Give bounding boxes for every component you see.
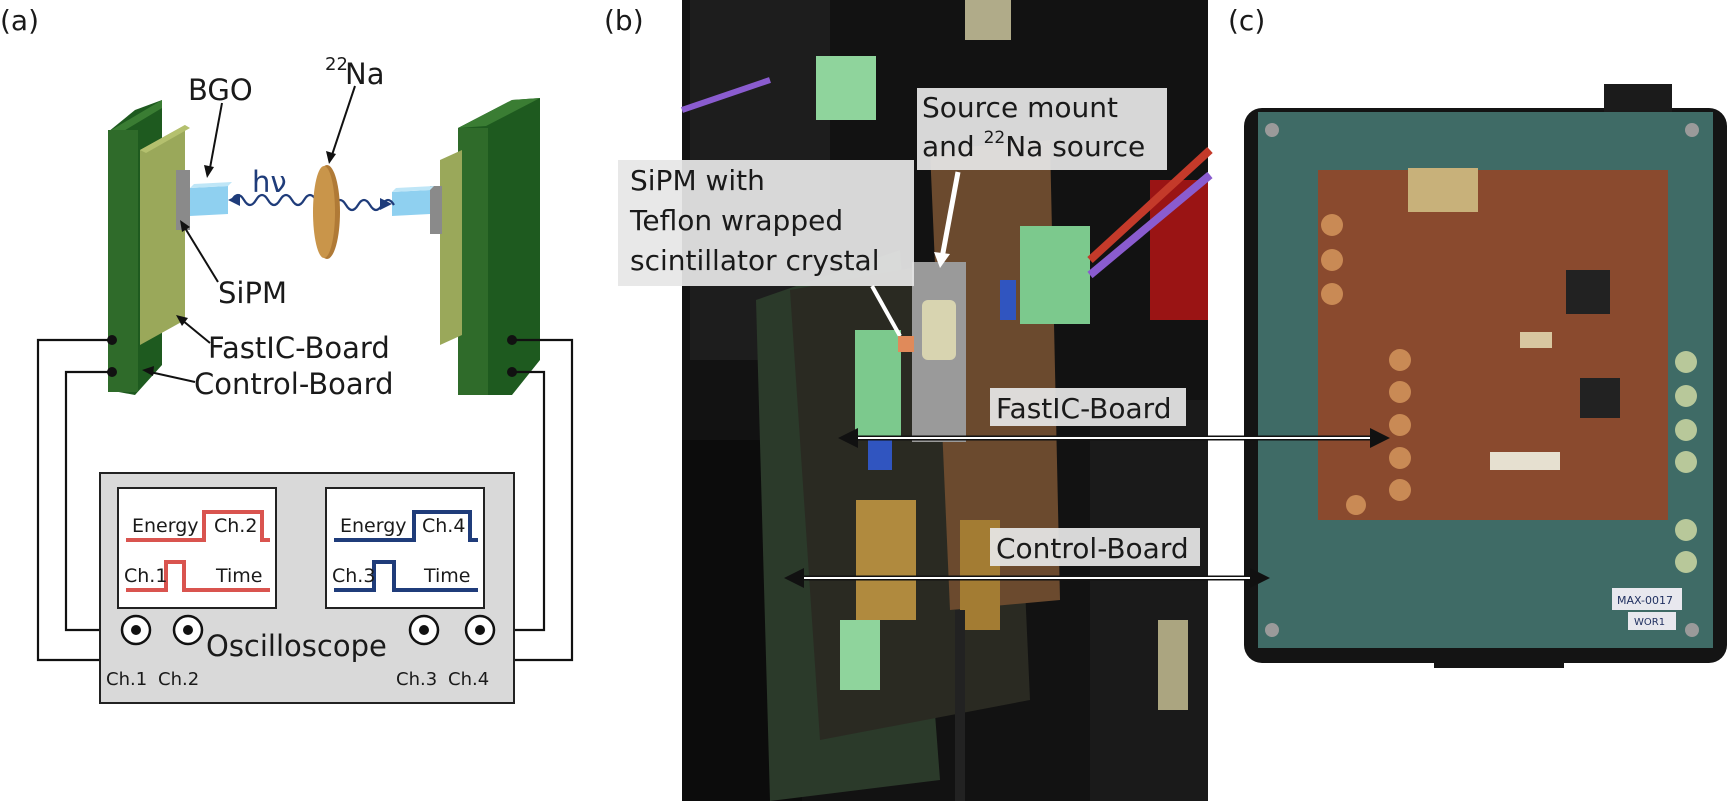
right-sipm (430, 186, 442, 234)
scope-right-energy-ch: Ch.4 (422, 515, 465, 537)
bnc-ch2 (172, 614, 204, 646)
label-sipm: SiPM (218, 276, 287, 310)
callout-source-sup: 22 (984, 128, 1006, 148)
label-photon: hν (252, 165, 287, 199)
callout-fastic-box (990, 388, 1186, 426)
scope-title: Oscilloscope (206, 629, 387, 663)
na-pointer (331, 85, 356, 156)
fastic-pointer (181, 319, 211, 344)
left-bgo-crystal (190, 186, 228, 216)
callout-control: Control-Board (996, 532, 1189, 565)
photon-wave-left (231, 193, 317, 207)
callout-source-line1: Source mount (922, 91, 1118, 124)
sipm-pointer-b (870, 285, 902, 337)
oscilloscope: Energy Ch.2 Ch.1 Time Energy Ch.4 Ch.3 T… (99, 472, 515, 704)
bnc-ch3 (408, 614, 440, 646)
label-na-superscript: 22 (325, 54, 348, 75)
fastic-double-arrow (838, 428, 1390, 448)
photon-arrow-right (380, 198, 392, 210)
bnc-ch4 (464, 614, 496, 646)
control-double-arrow (784, 568, 1270, 588)
panel-c-tag: (c) (1228, 4, 1265, 37)
trace-energy-ch2 (126, 510, 270, 542)
label-control-board: Control-Board (194, 367, 394, 401)
label-na: Na (345, 57, 384, 91)
scope-right-energy: Energy (340, 515, 407, 537)
callout-sipm-box (618, 160, 914, 286)
callout-source-post: Na source (1005, 130, 1145, 163)
callout-sipm-line2: Teflon wrapped (629, 204, 843, 237)
trace-energy-ch4 (334, 510, 478, 542)
channel-label-2: Ch.2 (158, 669, 199, 690)
callout-source-pre: and (922, 130, 984, 163)
callout-fastic: FastIC-Board (996, 392, 1171, 425)
callout-source-line2: and 22Na source (922, 128, 1145, 163)
callout-control-box (990, 528, 1200, 566)
sipm-pointer (184, 227, 219, 283)
panel-b-tag: (b) (604, 4, 644, 37)
channel-label-1: Ch.1 (106, 669, 147, 690)
board-tag-2: WOR1 (1634, 617, 1665, 628)
channel-label-3: Ch.3 (396, 669, 437, 690)
scope-right-time: Time (423, 565, 471, 587)
left-fastic-board (140, 125, 190, 345)
panel-c: (c) (1228, 4, 1727, 668)
scope-left-energy: Energy (132, 515, 199, 537)
photon-arrow-left (228, 194, 240, 206)
callout-sipm-line3: scintillator crystal (630, 244, 879, 277)
source-pointer (939, 171, 961, 259)
left-sipm (176, 170, 190, 230)
right-fastic-board (440, 150, 462, 345)
board-tag-1: MAX-0017 (1617, 594, 1673, 607)
scope-left-time: Time (215, 565, 263, 587)
scope-left-energy-ch: Ch.2 (214, 515, 257, 537)
scope-left-time-ch: Ch.1 (124, 565, 167, 587)
panel-b: (b) (604, 0, 1213, 801)
board-photo (1244, 84, 1727, 668)
control-pointer (149, 371, 196, 383)
trace-time-ch1 (126, 560, 270, 592)
label-fastic-board: FastIC-Board (208, 331, 390, 365)
trace-time-ch3 (334, 560, 478, 592)
panel-a: (a) (0, 4, 574, 704)
scope-right-time-ch: Ch.3 (332, 565, 375, 587)
bgo-pointer (209, 102, 223, 169)
panel-a-tag: (a) (0, 4, 39, 37)
callout-sipm-line1: SiPM with (630, 164, 765, 197)
bnc-ch1 (120, 614, 152, 646)
channel-label-4: Ch.4 (448, 669, 489, 690)
right-bgo-crystal (392, 190, 430, 216)
callout-source-box (917, 88, 1167, 170)
label-bgo: BGO (188, 73, 253, 107)
right-control-board (458, 98, 540, 395)
